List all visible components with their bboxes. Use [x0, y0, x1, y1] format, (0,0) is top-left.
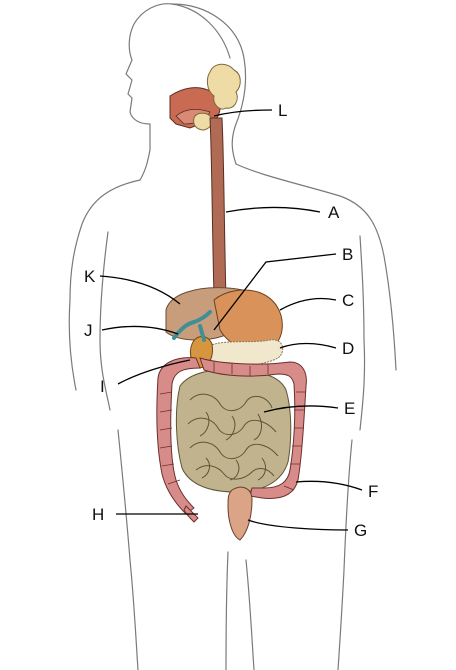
leader-b [213, 253, 337, 331]
label-l: L [278, 101, 287, 120]
label-f: F [368, 482, 378, 501]
large-intestine [156, 357, 307, 515]
leader-a [225, 206, 321, 213]
body-outline [68, 3, 397, 670]
appendix [227, 486, 253, 541]
label-k: K [84, 267, 96, 286]
leader-i [117, 359, 191, 385]
leader-e [263, 405, 339, 413]
esophagus [209, 117, 227, 301]
label-e: E [344, 399, 355, 418]
label-j: J [84, 321, 93, 340]
label-h: H [92, 505, 104, 524]
small-intestine-coils [187, 393, 279, 481]
label-i: I [100, 377, 105, 396]
leader-d [279, 342, 337, 349]
label-c: C [342, 291, 354, 310]
bile-duct [172, 310, 212, 342]
label-g: G [354, 521, 367, 540]
colon-haustra [159, 362, 306, 491]
label-d: D [342, 339, 354, 358]
leader-g [247, 519, 349, 531]
leader-lines [99, 109, 363, 531]
label-b: B [342, 245, 353, 264]
leader-f [295, 480, 363, 491]
salivary-glands [193, 63, 241, 131]
leader-k [99, 275, 181, 305]
letter-labels: A B C D E F G H I J K L [84, 101, 378, 540]
label-a: A [328, 203, 340, 222]
leader-l [213, 109, 273, 117]
leader-c [279, 297, 337, 311]
leader-j [101, 325, 179, 335]
